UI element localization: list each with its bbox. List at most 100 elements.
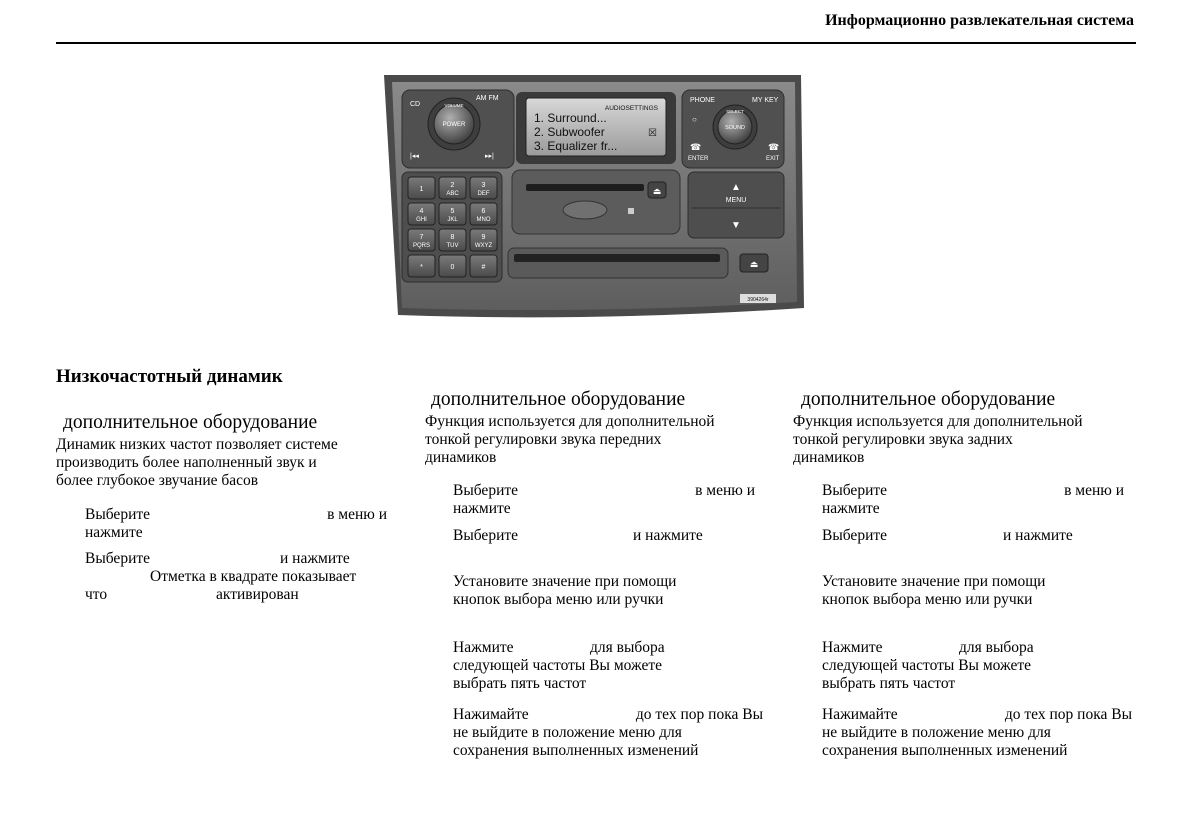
mid-intro-line-3: динамиков	[425, 449, 497, 466]
keypad-key-11[interactable]	[438, 254, 467, 278]
keypad-key-1[interactable]	[407, 176, 436, 200]
keypad-key-7[interactable]	[407, 228, 436, 252]
audio-panel-svg: CD AM FM POWER VOLUME |◂◂ ▸▸| AUDIOSETTI…	[384, 75, 804, 318]
keypad-key-letters: MNO	[477, 217, 491, 223]
display-item-1: 1. Surround...	[534, 111, 607, 125]
right-option-label: дополнительное оборудование	[801, 389, 1056, 410]
mid-step-4-c: следующей частоты Вы можете	[453, 657, 663, 674]
keypad-key-6[interactable]	[469, 202, 498, 226]
right-step-1-b: в меню и	[1064, 482, 1124, 499]
lower-eject-icon: ⏏	[750, 259, 759, 269]
keypad-key-digit: 4	[420, 208, 424, 215]
right-step-3: Установите значение при помощи кнопок вы…	[822, 573, 1124, 609]
right-step-5-b: до тех пор пока Вы	[1004, 706, 1132, 723]
eject-icon: ⏏	[653, 186, 662, 196]
mid-step-2-b: и нажмите	[633, 527, 703, 544]
mid-intro-line-1: Функция используется для дополнительной	[425, 413, 715, 430]
cd-slot	[526, 184, 644, 191]
left-step-2-d: что	[85, 586, 108, 603]
right-step-2: Выберите и нажмите	[822, 527, 1124, 545]
right-step-1-a: Выберите	[822, 482, 888, 499]
phone-label: PHONE	[690, 97, 715, 104]
display-item-3: 3. Equalizer fr...	[534, 139, 617, 153]
keypad-key-digit: *	[420, 264, 423, 271]
keypad-key-10[interactable]	[407, 254, 436, 278]
exit-label: EXIT	[766, 156, 780, 162]
right-step-4-c: следующей частоты Вы можете	[822, 657, 1032, 674]
right-step-4-b: для выбора	[959, 639, 1034, 656]
keypad-key-digit: 1	[420, 186, 424, 193]
keypad-key-letters: TUV	[447, 243, 459, 249]
display-heading: AUDIOSETTINGS	[605, 105, 659, 112]
keypad-key-2[interactable]	[438, 176, 467, 200]
prev-track-icon[interactable]: |◂◂	[410, 153, 419, 160]
menu-down-icon[interactable]: ▼	[731, 220, 741, 231]
right-step-2-b: и нажмите	[1003, 527, 1073, 544]
mid-intro: Функция используется для дополнительной …	[425, 413, 770, 467]
mid-step-3-line-2: кнопок выбора меню или ручки	[453, 591, 664, 608]
mid-step-1-b: в меню и	[695, 482, 755, 499]
display-item-2: 2. Subwoofer	[534, 125, 605, 139]
lower-disc-slot	[514, 254, 720, 262]
mid-step-2: Выберите и нажмите	[453, 527, 755, 545]
mid-step-2-a: Выберите	[453, 527, 519, 544]
eject-button[interactable]	[647, 181, 667, 199]
power-small-icon: ○	[692, 115, 697, 124]
right-step-4-d: выбрать пять частот	[822, 675, 956, 692]
mid-step-3: Установите значение при помощи кнопок вы…	[453, 573, 755, 609]
right-intro: Функция используется для дополнительной …	[793, 413, 1138, 467]
keypad-key-digit: #	[482, 264, 486, 271]
audio-panel-illustration: CD AM FM POWER VOLUME |◂◂ ▸▸| AUDIOSETTI…	[380, 72, 805, 318]
indicator-light	[628, 208, 634, 214]
left-intro-line-2: производить более наполненный звук и	[56, 454, 317, 471]
left-step-2-a: Выберите	[85, 550, 151, 567]
section-title: Низкочастотный динамик	[56, 366, 283, 387]
header-title: Информационно развлекательная система	[825, 12, 1134, 29]
left-option-label: дополнительное оборудование	[63, 412, 318, 433]
mid-step-3-line-1: Установите значение при помощи	[453, 573, 677, 590]
mid-option-label: дополнительное оборудование	[431, 389, 686, 410]
keypad-key-8[interactable]	[438, 228, 467, 252]
keypad-key-digit: 3	[482, 182, 486, 189]
keypad-key-3[interactable]	[469, 176, 498, 200]
keypad-key-letters: ABC	[446, 191, 459, 197]
keypad-key-letters: PQRS	[413, 243, 430, 249]
right-step-5-a: Нажимайте	[822, 706, 898, 723]
keypad-key-9[interactable]	[469, 228, 498, 252]
keypad-key-digit: 8	[451, 234, 455, 241]
right-step-3-line-2: кнопок выбора меню или ручки	[822, 591, 1033, 608]
enter-phone-icon[interactable]: ☎	[690, 142, 701, 152]
keypad-key-digit: 5	[451, 208, 455, 215]
exit-phone-icon[interactable]: ☎	[768, 142, 779, 152]
right-intro-line-3: динамиков	[793, 449, 865, 466]
keypad-key-letters: JKL	[447, 217, 458, 223]
volume-label: VOLUME	[444, 103, 463, 108]
keypad-key-digit: 2	[451, 182, 455, 189]
select-label: SELECT	[726, 109, 744, 114]
lower-eject-button[interactable]	[739, 253, 769, 273]
keypad-key-12[interactable]	[469, 254, 498, 278]
keypad-key-5[interactable]	[438, 202, 467, 226]
my-key-label: MY KEY	[752, 97, 779, 104]
right-step-5-d: сохранения выполненных изменений	[822, 742, 1068, 759]
keypad-key-4[interactable]	[407, 202, 436, 226]
cd-logo	[562, 200, 608, 220]
menu-up-icon[interactable]: ▲	[731, 182, 741, 193]
left-intro-line-3: более глубокое звучание басов	[56, 472, 259, 489]
keypad-key-letters: GHI	[416, 217, 427, 223]
mid-step-4-d: выбрать пять частот	[453, 675, 587, 692]
sound-knob[interactable]	[717, 109, 753, 145]
keypad-key-digit: 0	[451, 264, 455, 271]
power-knob[interactable]	[433, 103, 475, 145]
next-track-icon[interactable]: ▸▸|	[485, 153, 494, 160]
right-step-2-a: Выберите	[822, 527, 888, 544]
right-step-3-line-1: Установите значение при помощи	[822, 573, 1046, 590]
mid-step-5-b: до тех пор пока Вы	[635, 706, 763, 723]
